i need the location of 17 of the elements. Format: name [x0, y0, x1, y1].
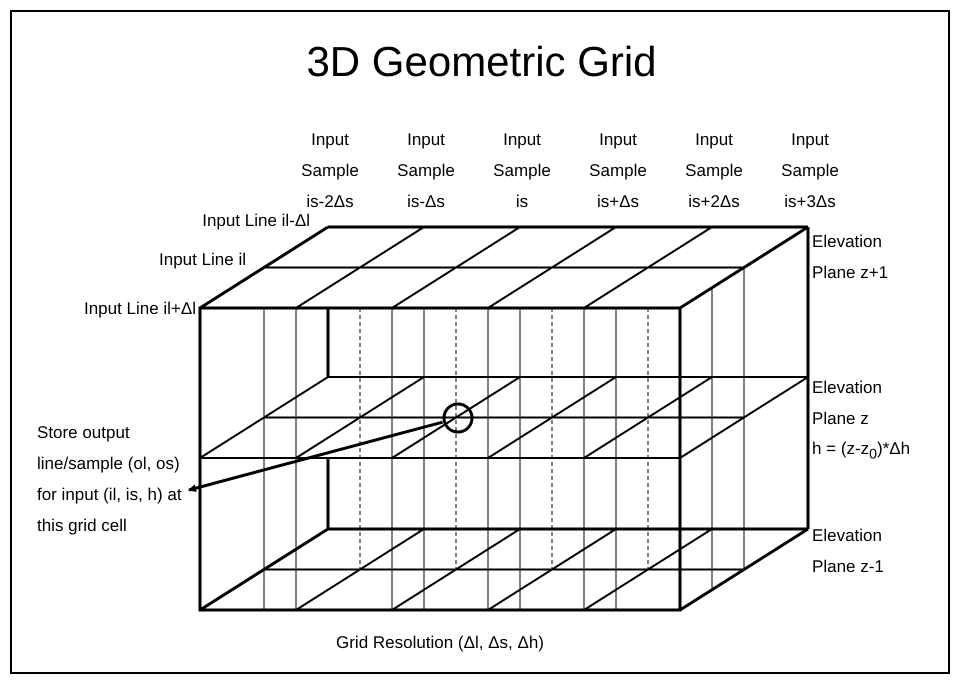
axis-label: Elevation Plane z+1: [812, 231, 890, 284]
axis-label: Input Sample is+3Δs: [780, 129, 840, 213]
title: 3D Geometric Grid: [305, 38, 658, 86]
axis-label: Input Sample is-2Δs: [300, 129, 360, 213]
axis-label: Input Sample is+2Δs: [684, 129, 744, 213]
axis-label: Elevation Plane z-1: [812, 525, 885, 578]
axis-label: Input Sample is-Δs: [396, 129, 456, 213]
axis-label: h = (z-z$_{0}$)*Δh: [812, 438, 912, 464]
annotation-text: Store output line/sample (ol, os) for input (il, is, h) at this grid cell: [37, 417, 187, 541]
grid-cell-marker: [442, 402, 474, 434]
axis-label: Input Line il: [158, 249, 246, 271]
axis-label: Grid Resolution (Δl, Δs, Δh): [335, 632, 545, 654]
arrow: [188, 420, 443, 492]
axis-label: Input Sample is+Δs: [588, 129, 648, 213]
axis-label: Input Line il+Δl: [82, 298, 196, 320]
axis-label: Input Sample is: [492, 129, 552, 213]
axis-label: Input Line il-Δl: [201, 210, 310, 232]
